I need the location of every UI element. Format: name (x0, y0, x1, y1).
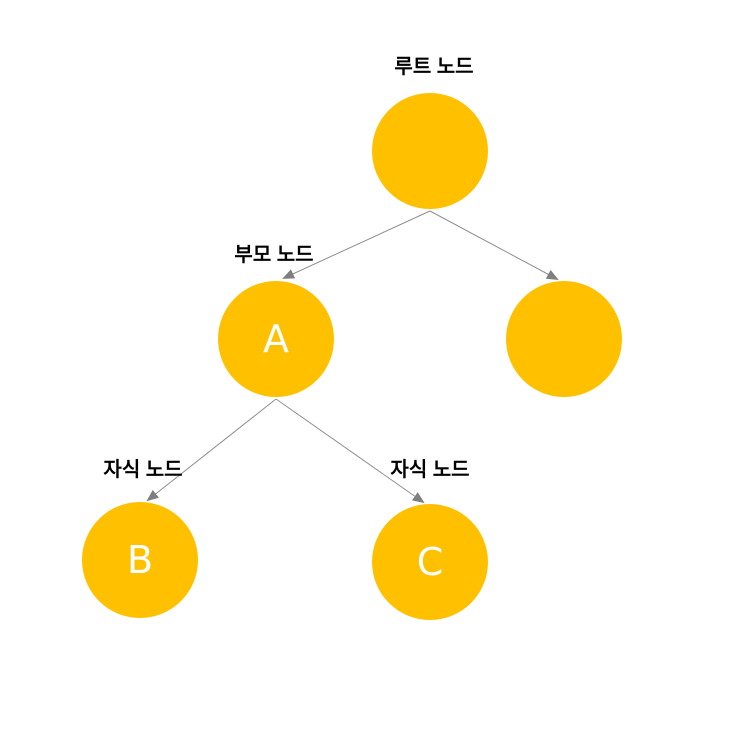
caption-parent-node: 부모 노드 (234, 244, 314, 266)
node-right-child (506, 281, 622, 397)
node-child-c: C (372, 504, 488, 620)
node-root (372, 93, 488, 209)
edge-parent-a-to-child-c (275, 398, 425, 504)
caption-child-b: 자식 노드 (103, 459, 183, 481)
caption-child-c: 자식 노드 (390, 459, 470, 481)
node-child-b: B (82, 502, 198, 618)
node-child-c-label: C (416, 540, 444, 584)
caption-root-node: 루트 노드 (394, 56, 474, 78)
node-parent-a: A (218, 281, 334, 397)
edge-root-to-parent-a (282, 210, 431, 279)
edge-root-to-right-child (429, 210, 559, 280)
edge-parent-a-to-child-b (146, 398, 277, 502)
node-parent-a-label: A (263, 317, 289, 361)
node-child-b-label: B (126, 538, 154, 582)
